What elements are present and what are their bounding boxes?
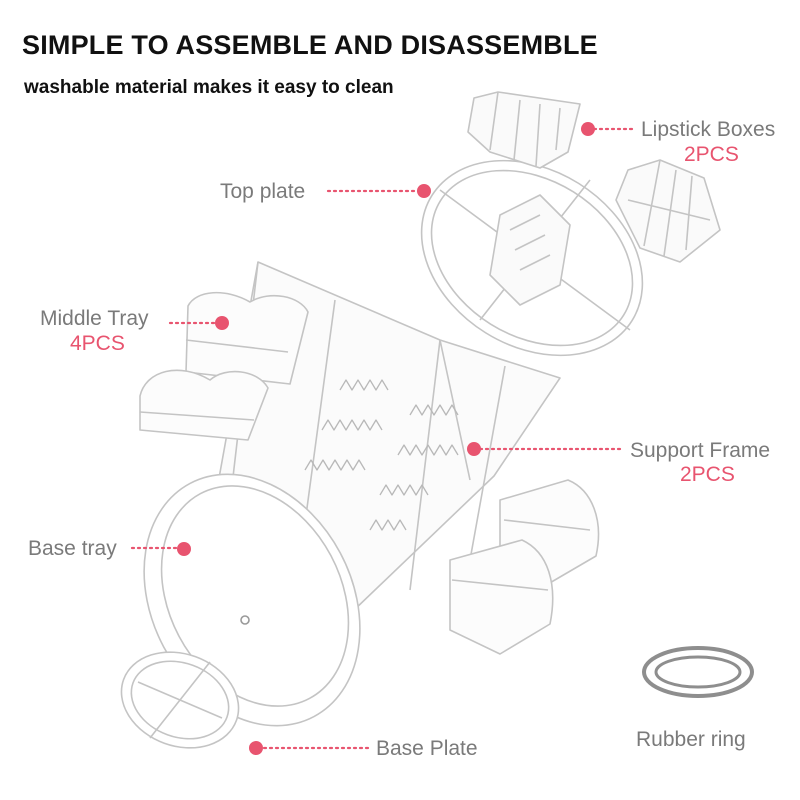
label-lipstick-boxes: Lipstick Boxes	[641, 118, 776, 141]
marker-top-plate	[417, 184, 431, 198]
marker-support-frame	[467, 442, 481, 456]
page-subtitle: washable material makes it easy to clean	[24, 77, 394, 98]
label-base-tray: Base tray	[28, 537, 117, 560]
label-middle-tray: Middle Tray	[40, 307, 149, 330]
label-top-plate: Top plate	[220, 180, 306, 203]
base-plate-shape	[120, 651, 240, 749]
marker-base-plate	[249, 741, 263, 755]
count-middle-tray: 4PCS	[70, 332, 125, 355]
lipstick-box-shape-2	[615, 159, 721, 263]
count-support-frame: 2PCS	[680, 463, 735, 486]
lipstick-box-shape-1	[467, 91, 581, 169]
marker-base-tray	[177, 542, 191, 556]
page-title: SIMPLE TO ASSEMBLE AND DISASSEMBLE	[22, 30, 598, 60]
middle-tray-shape-right	[449, 479, 600, 655]
top-plate-shape	[420, 159, 644, 357]
label-base-plate: Base Plate	[376, 737, 478, 760]
count-lipstick-boxes: 2PCS	[684, 143, 739, 166]
marker-middle-tray	[215, 316, 229, 330]
label-support-frame: Support Frame	[630, 439, 771, 462]
rubber-ring-shape	[642, 646, 754, 698]
marker-lipstick-boxes	[581, 122, 595, 136]
label-rubber-ring: Rubber ring	[636, 728, 746, 751]
middle-tray-shape-left	[139, 291, 309, 441]
